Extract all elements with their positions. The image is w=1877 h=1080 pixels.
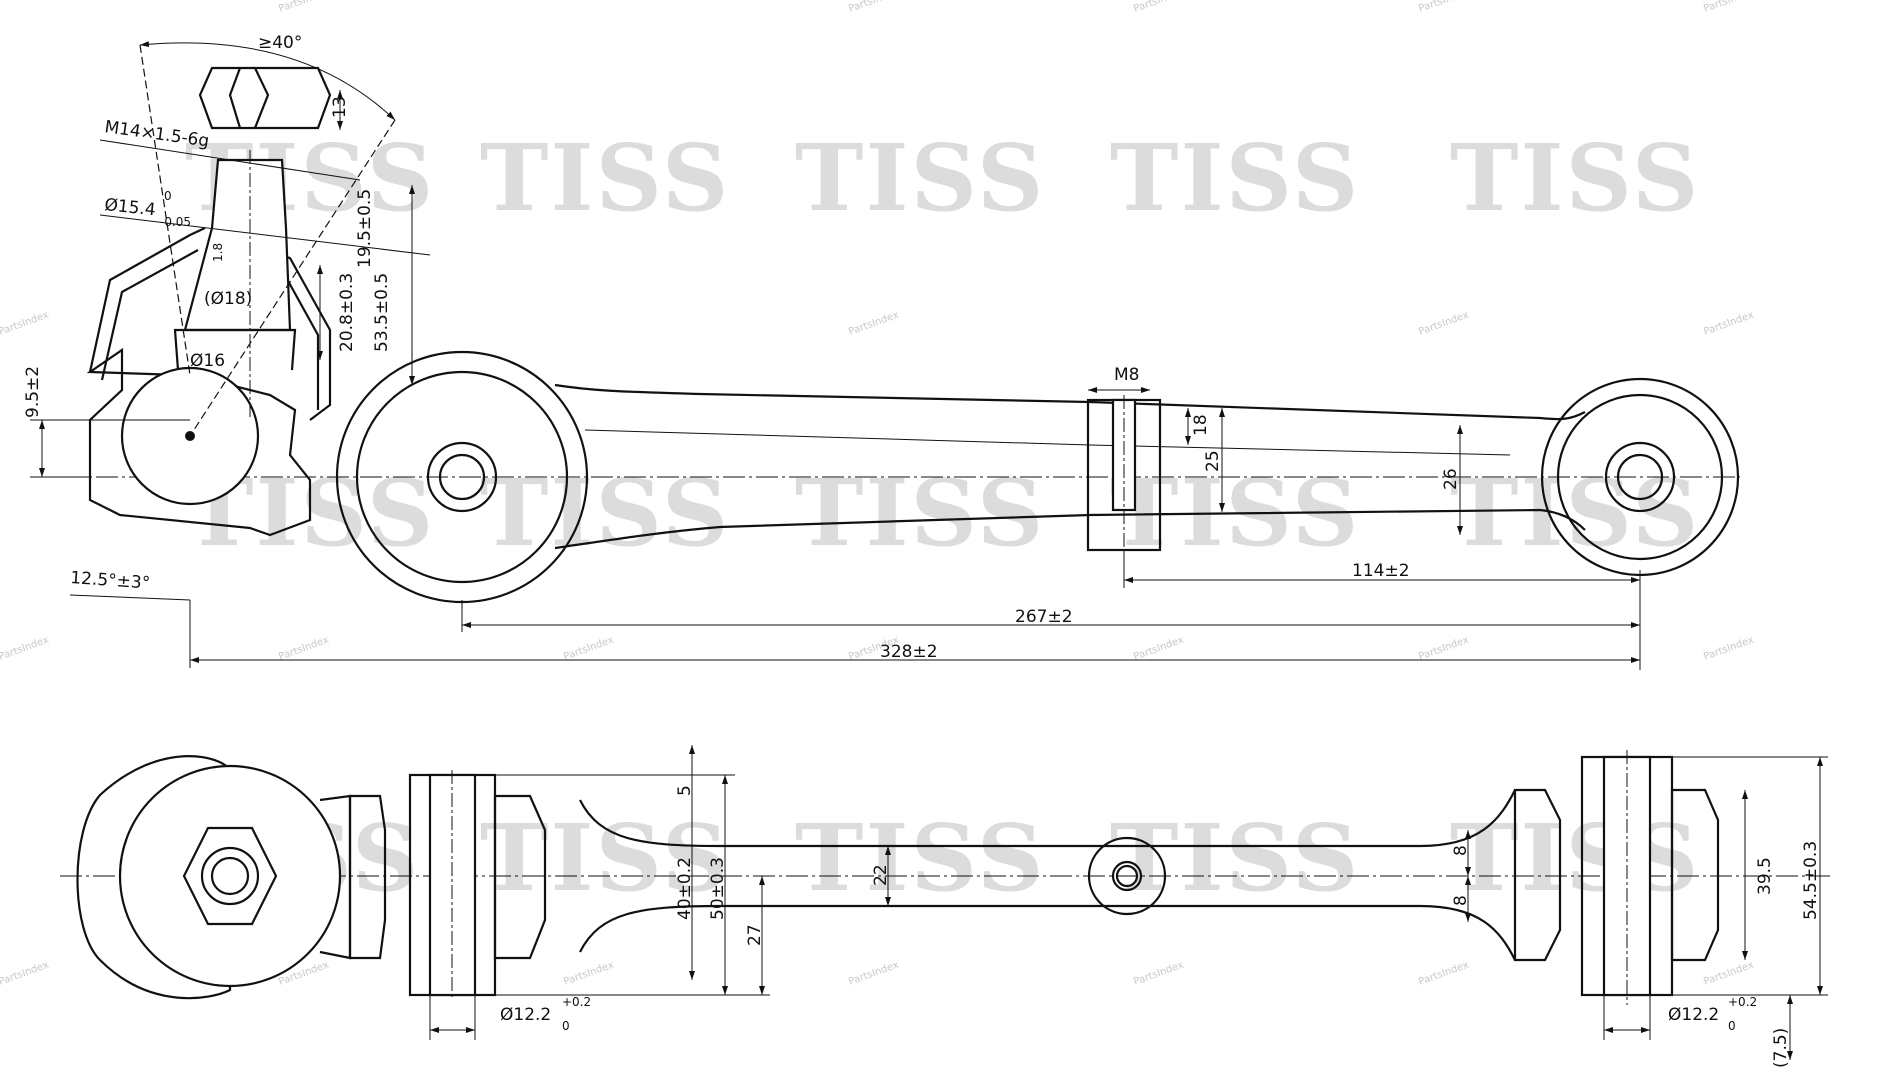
arm-edge-line (584, 429, 1511, 456)
watermark-tiss: TISS (795, 459, 1045, 567)
right-eye-sleeve (1604, 441, 1676, 513)
watermark-partsindex: PartsIndex (847, 310, 900, 338)
dim-5: 5 (675, 785, 695, 796)
watermark-partsindex: PartsIndex (562, 960, 615, 988)
dim-19-5: 19.5±0.5 (355, 189, 375, 268)
watermark-tiss: TISS (480, 459, 730, 567)
ball-joint-body-side (76, 755, 232, 1000)
watermark-partsindex: PartsIndex (0, 960, 50, 988)
watermark-tiss: TISS (480, 804, 730, 912)
watermark-partsindex: PartsIndex (1702, 960, 1755, 988)
left-eye-inner (355, 370, 569, 584)
watermark-partsindex: PartsIndex (277, 635, 330, 663)
watermark-partsindex: PartsIndex (0, 635, 50, 663)
watermark-partsindex: PartsIndex (1132, 0, 1185, 15)
dim-328: 328±2 (880, 642, 938, 662)
dim-bore-right-tol-lower: 0 (1728, 1019, 1736, 1033)
left-bushing-rubber (348, 794, 387, 960)
dim-bore-right-tol-upper: +0.2 (1728, 995, 1757, 1009)
watermark-partsindex: PartsIndex (1417, 635, 1470, 663)
dim-8b: 8 (1451, 895, 1471, 906)
dim-267: 267±2 (1015, 607, 1073, 627)
m8-boss (1087, 836, 1167, 916)
dim-phi18: (Ø18) (204, 289, 252, 309)
dim-20-8: 20.8±0.3 (337, 273, 357, 352)
dim-m8: M8 (1114, 365, 1139, 385)
left-eye-sleeve (426, 441, 498, 513)
dim-angle: ≥40° (258, 33, 302, 53)
right-eye-bore (1616, 453, 1664, 501)
watermark-partsindex: PartsIndex (277, 0, 330, 15)
left-eye-bore (438, 453, 486, 501)
watermark-layer: TISS TISS TISS TISS TISS TISS TISS TISS … (0, 0, 1755, 988)
dim-1-8: 1.8 (211, 243, 225, 262)
watermark-partsindex: PartsIndex (1417, 0, 1470, 15)
watermark-tiss: TISS (480, 124, 730, 232)
dim-nut-height: 13 (330, 96, 350, 118)
watermark-partsindex: PartsIndex (1702, 310, 1755, 338)
dim-27: 27 (745, 924, 765, 946)
watermark-tiss: TISS (795, 124, 1045, 232)
dim-18: 18 (1191, 414, 1211, 436)
watermark-partsindex: PartsIndex (562, 635, 615, 663)
dim-7-5: (7.5) (1771, 1028, 1791, 1068)
watermark-partsindex: PartsIndex (847, 960, 900, 988)
watermark-tiss: TISS (1110, 804, 1360, 912)
watermark-partsindex: PartsIndex (1702, 0, 1755, 15)
right-eye-inner (1556, 393, 1724, 561)
dim-tilt: 12.5°±3° (70, 568, 151, 594)
dim-phi16: Ø16 (190, 351, 225, 371)
dim-50: 50±0.3 (708, 857, 728, 920)
watermark-partsindex: PartsIndex (847, 0, 900, 15)
watermark-partsindex: PartsIndex (1132, 635, 1185, 663)
right-bushing-rubber (1513, 788, 1562, 962)
arm-bar-side (579, 789, 1516, 961)
dim-bore-left: Ø12.2 (500, 1005, 551, 1025)
dim-22: 22 (871, 864, 891, 886)
watermark-tiss: TISS (1450, 124, 1700, 232)
dim-53-5: 53.5±0.5 (372, 273, 392, 352)
watermark-tiss: TISS (1450, 804, 1700, 912)
dim-bore-left-tol-lower: 0 (562, 1019, 570, 1033)
dim-114: 114±2 (1352, 561, 1410, 581)
dim-9-5: 9.5±2 (23, 366, 43, 418)
watermark-partsindex: PartsIndex (1417, 960, 1470, 988)
dim-26: 26 (1441, 468, 1461, 490)
dim-taper-tol-upper: 0 (164, 189, 172, 203)
dim-bore-left-tol-upper: +0.2 (562, 995, 591, 1009)
watermark-partsindex: PartsIndex (1417, 310, 1470, 338)
angle-arc (139, 41, 396, 121)
watermark-partsindex: PartsIndex (0, 310, 50, 338)
dim-54-5: 54.5±0.3 (1801, 841, 1821, 920)
watermark-tiss: TISS (795, 804, 1045, 912)
dim-taper-tol-lower: -0.05 (160, 215, 191, 229)
hex-nut (198, 66, 332, 130)
stud-hex-nut (182, 826, 278, 926)
dim-8a: 8 (1451, 845, 1471, 856)
dim-bore-right: Ø12.2 (1668, 1005, 1719, 1025)
ball-joint-body-face (118, 764, 342, 988)
bottom-view: 5 40±0.2 50±0.3 27 22 8 8 Ø12.2 +0.2 0 Ø… (60, 745, 1830, 1068)
dim-39-5: 39.5 (1755, 857, 1775, 895)
dim-25: 25 (1203, 450, 1223, 472)
dim-40: 40±0.2 (675, 857, 695, 920)
dim-thread: M14×1.5-6g (103, 117, 210, 151)
watermark-partsindex: PartsIndex (1702, 635, 1755, 663)
watermark-tiss: TISS (1110, 124, 1360, 232)
watermark-partsindex: PartsIndex (1132, 960, 1185, 988)
